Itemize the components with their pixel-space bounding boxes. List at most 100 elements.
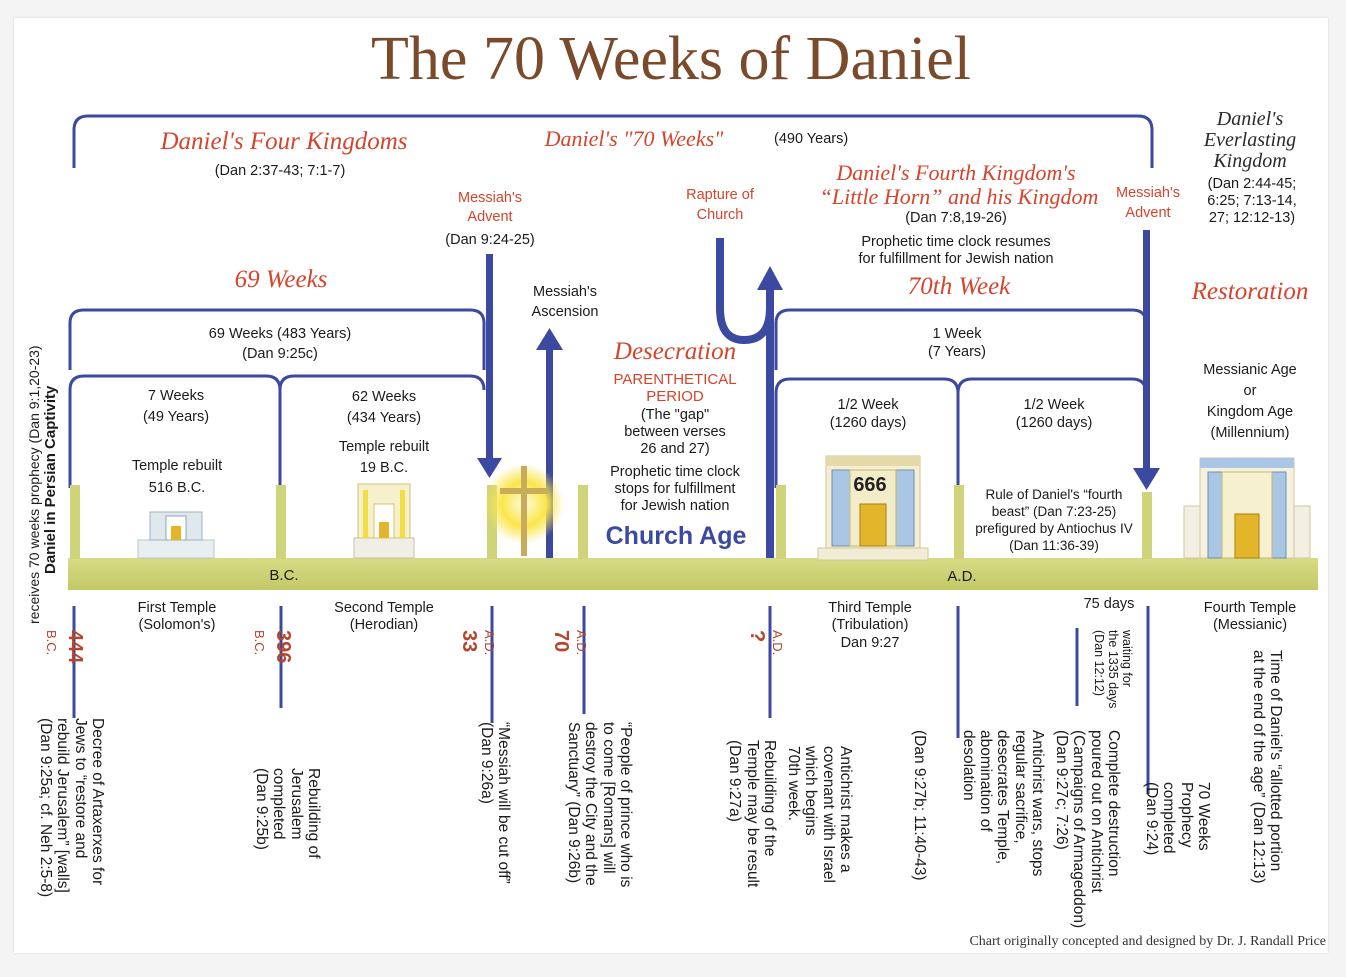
caption-decree-1: Decree of Artaxerxes for	[89, 718, 106, 886]
caption-covenant-4: 70th week.	[784, 746, 802, 821]
clock-stops-1: Prophetic time clock	[610, 464, 740, 480]
caption-decree-2: Jews to “restore and	[71, 718, 89, 859]
caption-romans-3: destroy the City and the	[582, 722, 600, 886]
second-advent-arrow-head	[1133, 468, 1160, 490]
parenthetical-1: PARENTHETICAL	[613, 371, 737, 388]
fourth-kingdom-title-1: Daniel's Fourth Kingdom's	[836, 160, 1076, 185]
bracket-69-weeks	[68, 308, 486, 370]
fourth-temple-2: (Messianic)	[1212, 617, 1288, 633]
second-advent-2: Advent	[1125, 205, 1171, 221]
sixty-two-weeks-label: 62 Weeks	[351, 389, 417, 405]
messianic-age-1: Messianic Age	[1203, 362, 1297, 378]
rule-beast-2: beast” (Dan 7:23-25)	[991, 504, 1117, 519]
one-week-years: (7 Years)	[927, 344, 987, 360]
caption-rebuilding: Rebuilding of Jerusalem completed (Dan 9…	[253, 768, 322, 858]
date-q-value: ?	[745, 630, 768, 643]
third-temple-1: Third Temple	[828, 600, 912, 616]
chart-page: The 70 Weeks of Daniel Daniel's Four Kin…	[14, 18, 1328, 953]
mark-666: 666	[853, 474, 887, 496]
seven-weeks-years: (49 Years)	[142, 409, 210, 425]
third-temple-3: Dan 9:27	[840, 635, 900, 651]
caption-temple-rebuilding-3: (Dan 9:27a)	[726, 740, 744, 822]
second-advent-1: Messiah's	[1115, 185, 1181, 201]
clock-resumes-2: for fulfillment for Jewish nation	[858, 251, 1054, 267]
caption-destruction-2: poured out on Antichrist	[1087, 730, 1105, 893]
post-midweek	[954, 485, 964, 559]
caption-temple-rebuilding-1: Rebuilding of the	[761, 740, 778, 857]
caption-antichrist-wars: Antichrist wars, stops regular sacrifice…	[959, 730, 1046, 876]
caption-covenant-2: covenant with Israel	[819, 746, 837, 883]
date-70-era: A.D.	[574, 630, 589, 656]
rapture-2: Church	[696, 207, 744, 223]
date-q-era: A.D.	[770, 630, 785, 656]
date-33-era: A.D.	[482, 630, 497, 656]
caption-completed-2: Prophecy	[1177, 782, 1195, 848]
everlasting-ref-1: (Dan 2:44-45;	[1207, 176, 1297, 192]
everlasting-kingdom-2: Everlasting	[1203, 129, 1297, 151]
caption-covenant-1: Antichrist makes a	[837, 746, 854, 873]
fourth-kingdom-ref: (Dan 7:8,19-26)	[905, 210, 1007, 226]
credit-line: Chart originally concepted and designed …	[969, 934, 1326, 949]
clock-stops-2: stops for fulfillment	[614, 481, 736, 497]
caption-allotted-portion: Time of Daniel's “allotted portion at th…	[1249, 650, 1284, 884]
date-444-value: 444	[64, 630, 86, 664]
side-label-line-2: receives 70 weeks prophecy (Dan 9:1,20-2…	[26, 345, 42, 624]
second-temple-illustration	[353, 483, 415, 559]
half-week-a-label: 1/2 Week	[837, 397, 899, 413]
gap-3: 26 and 27)	[640, 441, 710, 457]
caption-destruction-1: Complete destruction	[1105, 730, 1122, 877]
caption-antichrist-wars-1: Antichrist wars, stops	[1029, 730, 1046, 877]
ascension-arrow-head	[536, 328, 563, 350]
caption-temple-rebuilding-2: Temple may be result	[743, 740, 761, 888]
caption-1335-days-1: waiting for	[1120, 630, 1134, 687]
advent-arrow-shaft	[486, 254, 493, 464]
everlasting-ref-3: 27; 12:12-13)	[1208, 210, 1296, 226]
messiah-advent-ref: (Dan 9:24-25)	[445, 232, 535, 248]
bracket-62-weeks	[278, 374, 486, 391]
caption-covenant: Antichrist makes a covenant with Israel …	[785, 746, 854, 883]
rule-beast-4: (Dan 11:36-39)	[1009, 538, 1099, 553]
seventy-weeks-label: Daniel's "70 Weeks"	[544, 126, 724, 151]
messianic-age-4: (Millennium)	[1210, 425, 1290, 441]
caption-decree: Decree of Artaxerxes for Jews to “restor…	[37, 718, 106, 897]
temple-rebuilt-19-1: Temple rebuilt	[338, 439, 430, 455]
caption-cut-off: “Messiah will be cut off” (Dan 9:26a)	[477, 722, 512, 884]
date-444-era: B.C.	[43, 630, 59, 656]
fourth-temple-illustration	[1183, 457, 1311, 559]
caption-destruction-3: (Campaigns of Armageddon)	[1070, 730, 1088, 929]
caption-romans-4: Sanctuary” (Dan 9:26b)	[564, 722, 582, 884]
caption-1335-days: waiting for the 1335 days (Dan 12:12)	[1092, 630, 1134, 709]
advent-arrow-head	[477, 458, 502, 478]
cross-illustration	[484, 464, 564, 556]
caption-antichrist-wars-3: desecrates Temple,	[994, 730, 1012, 865]
date-ad-33: A.D. 33	[457, 630, 502, 655]
caption-temple-rebuilding: Rebuilding of the Temple may be result (…	[726, 740, 778, 887]
rapture-arrow-shaft	[766, 288, 774, 560]
date-396-era: B.C.	[251, 630, 267, 656]
post-rapture	[776, 485, 786, 559]
four-kingdoms-label: Daniel's Four Kingdoms	[160, 128, 408, 155]
sixty-nine-weeks-label: 69 Weeks	[234, 266, 328, 293]
caption-covenant-3: which begins	[802, 746, 820, 836]
first-temple-2: (Solomon's)	[138, 617, 216, 633]
second-temple-1: Second Temple	[334, 600, 434, 616]
sixty-two-weeks-years: (434 Years)	[346, 410, 422, 426]
caption-destruction-4: (Dan 9:27c; 7:26)	[1052, 730, 1070, 850]
rapture-arrow-head	[757, 266, 783, 290]
date-ad-70: A.D. 70	[549, 630, 594, 655]
caption-antichrist-wars-2: regular sacrifice,	[1011, 730, 1029, 844]
parenthetical-2: PERIOD	[646, 388, 704, 405]
sixty-nine-weeks-years: 69 Weeks (483 Years)	[208, 326, 352, 342]
caption-destruction: Complete destruction poured out on Antic…	[1053, 730, 1122, 928]
bracket-490-years	[72, 114, 1154, 168]
sixty-nine-weeks-ref: (Dan 9:25c)	[242, 346, 318, 362]
caption-completed: 70 Weeks Prophecy completed (Dan 9:24)	[1143, 782, 1212, 855]
post-396	[276, 485, 286, 559]
bracket-half-week-b	[956, 377, 1148, 394]
gap-2: between verses	[624, 424, 726, 440]
messianic-age-2: or	[1243, 383, 1257, 399]
temple-rebuilt-516-1: Temple rebuilt	[131, 458, 223, 474]
post-end	[1142, 492, 1152, 559]
era-bc: B.C.	[269, 567, 299, 584]
clock-resumes-1: Prophetic time clock resumes	[861, 234, 1051, 250]
